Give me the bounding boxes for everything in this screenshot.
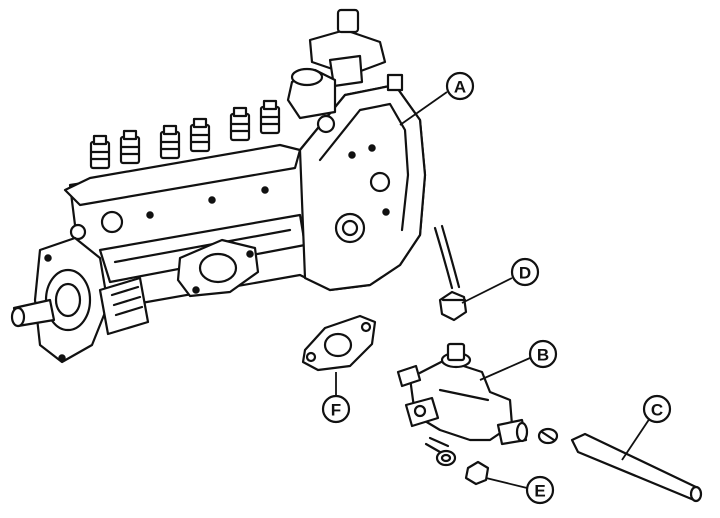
injection-pump	[10, 8, 427, 364]
callout-d-circle	[510, 257, 540, 287]
delivery-valves	[89, 99, 281, 170]
callout-d-label: D	[519, 264, 531, 283]
callout-f-circle	[321, 394, 351, 424]
callout-c-circle	[642, 394, 672, 424]
callout-c-label: C	[651, 401, 663, 420]
gasket-f	[301, 314, 377, 372]
callout-a-label: A	[454, 78, 466, 97]
callout-f-label: F	[331, 401, 341, 420]
callout-a-circle	[445, 71, 475, 101]
washers-nut-e	[435, 449, 490, 486]
callouts: A B C D E F	[321, 71, 672, 505]
callout-b-circle	[528, 339, 558, 369]
callout-e-label: E	[534, 482, 545, 501]
hose-c	[537, 427, 703, 503]
feed-pump-b	[396, 342, 529, 454]
fuel-pipe-d	[433, 224, 468, 322]
callout-e-circle	[525, 475, 555, 505]
callout-b-label: B	[537, 346, 549, 365]
